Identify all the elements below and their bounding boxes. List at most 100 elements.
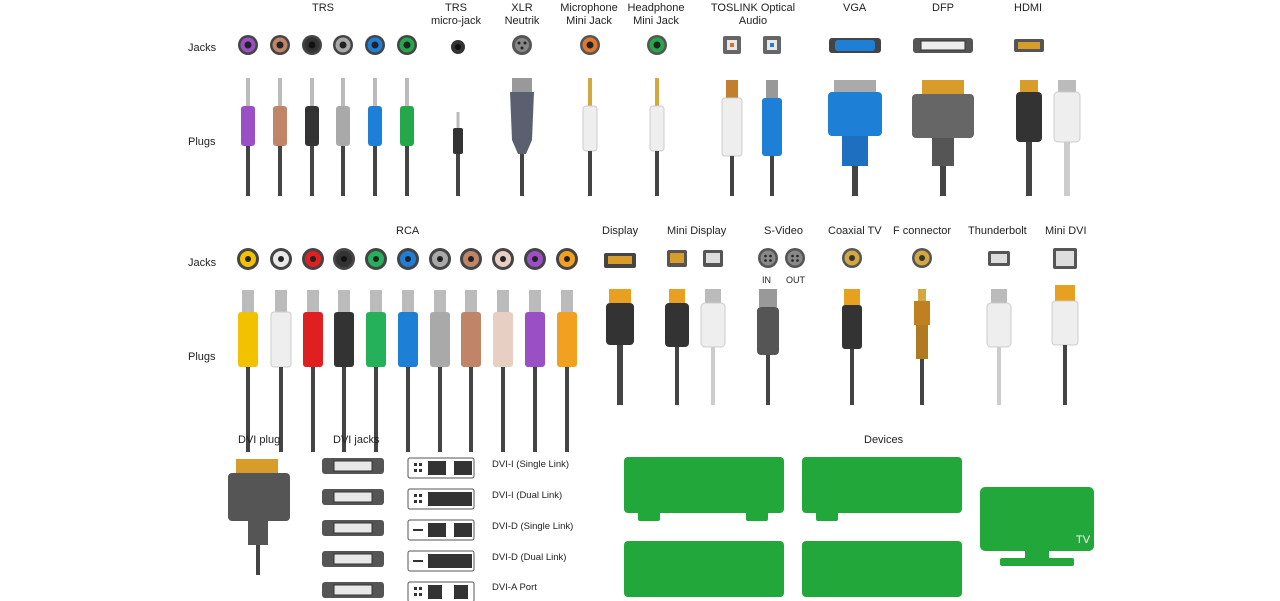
mini-display-jack-1 — [667, 250, 687, 267]
svideo-in-label: IN — [762, 275, 771, 285]
mini-dvi-jack — [1053, 248, 1077, 269]
trs-micro-jack — [451, 40, 465, 54]
mini-dvi-plug — [1051, 285, 1079, 405]
display-group — [604, 253, 636, 405]
f-connector-plug — [914, 289, 930, 405]
row-label-plugs: Plugs — [188, 351, 216, 363]
rca-plug-pink — [493, 290, 513, 452]
dfp-plug — [912, 80, 974, 196]
row-label-plugs: Plugs — [188, 136, 216, 148]
rca-jack-purple — [524, 248, 546, 270]
toslink-group — [721, 36, 782, 196]
tv-device — [980, 487, 1094, 566]
mini-dvi-group — [1051, 248, 1079, 405]
tv-label: TV — [1076, 534, 1091, 546]
vga-plug — [828, 80, 882, 196]
row-label-jacks: Jacks — [188, 42, 217, 54]
mic-group — [580, 35, 600, 196]
mic-plug — [582, 78, 598, 196]
rca-jack-blue — [397, 248, 419, 270]
hdmi-jack — [1014, 39, 1044, 52]
trs-jack-blue — [365, 35, 385, 55]
headphone-plug — [649, 78, 665, 196]
trs-micro-plug — [453, 112, 463, 196]
rca-plug-blue — [398, 290, 418, 452]
dvi-jacks — [322, 458, 384, 598]
xlr-group — [510, 35, 534, 196]
dvi-label-i-single: DVI-I (Single Link) — [492, 459, 570, 470]
f-connector-jack — [912, 248, 932, 268]
toslink-jack-2 — [763, 36, 781, 54]
rca-jack-brown — [460, 248, 482, 270]
header-vga: VGA — [843, 2, 867, 14]
rca-plug-yellow — [238, 290, 258, 452]
devices-group — [624, 457, 1094, 597]
header-dvi-jacks: DVI jacks — [333, 434, 380, 446]
dvi-label-d-single: DVI-D (Single Link) — [492, 521, 574, 532]
thunderbolt-group — [986, 251, 1012, 405]
row-label-jacks: Jacks — [188, 257, 217, 269]
hdmi-plug-white — [1053, 80, 1081, 196]
device-box-4 — [802, 541, 962, 597]
rca-jack-white — [270, 248, 292, 270]
rca-jack-yellow — [237, 248, 259, 270]
dvi-jack-4 — [322, 551, 384, 567]
header-devices: Devices — [864, 434, 904, 446]
header-hdmi: HDMI — [1014, 2, 1043, 14]
dvi-pin-diagrams — [407, 457, 475, 601]
rca-jack-orange — [556, 248, 578, 270]
f-connector-group — [912, 248, 932, 405]
dvi-jack-5 — [322, 582, 384, 598]
trs-jack-brown — [270, 35, 290, 55]
trs-plug-black — [305, 78, 319, 196]
header-mini-display: Mini Display — [667, 225, 727, 237]
trs-jack-black — [302, 35, 322, 55]
svideo-out-label: OUT — [786, 275, 805, 285]
rca-plug-purple — [525, 290, 545, 452]
dvi-jack-1 — [322, 458, 384, 474]
coaxial-plug — [842, 289, 862, 405]
rca-plug-black — [334, 290, 354, 452]
trs-jack-purple — [238, 35, 258, 55]
coaxial-jack — [842, 248, 862, 268]
rca-group — [237, 248, 578, 452]
dvi-pins-i-single — [407, 457, 475, 479]
dvi-pins-i-dual — [407, 488, 475, 510]
dfp-group — [912, 38, 974, 196]
header-rca: RCA — [396, 225, 420, 237]
trs-jack-grey — [333, 35, 353, 55]
header-thunderbolt: Thunderbolt — [968, 225, 1027, 237]
svideo-jack-out — [785, 248, 805, 268]
dvi-pins-a — [407, 581, 475, 601]
rca-jack-black — [333, 248, 355, 270]
dvi-label-d-dual: DVI-D (Dual Link) — [492, 552, 567, 563]
trs-plug-blue — [368, 78, 382, 196]
toslink-plug-blue — [762, 80, 782, 196]
dvi-pins-d-single — [407, 519, 475, 541]
rca-plug-white — [270, 290, 292, 452]
svideo-group — [757, 248, 805, 405]
trs-group — [238, 35, 417, 196]
header-dvi-plug: DVI plug — [238, 434, 281, 446]
vga-group — [828, 38, 882, 196]
rca-plug-green — [366, 290, 386, 452]
dfp-jack — [913, 38, 973, 53]
device-box-2 — [802, 457, 962, 521]
dvi-plug — [228, 459, 290, 575]
rca-jack-green — [365, 248, 387, 270]
thunderbolt-plug — [986, 289, 1012, 405]
displayport-jack — [604, 253, 636, 268]
rca-plug-brown — [461, 290, 481, 452]
hdmi-group — [1014, 39, 1081, 196]
trs-jack-green — [397, 35, 417, 55]
trs-plug-green — [400, 78, 414, 196]
header-mini-dvi: Mini DVI — [1045, 225, 1087, 237]
svideo-jack-in — [758, 248, 778, 268]
header-dfp: DFP — [932, 2, 954, 14]
device-box-3 — [624, 541, 784, 597]
